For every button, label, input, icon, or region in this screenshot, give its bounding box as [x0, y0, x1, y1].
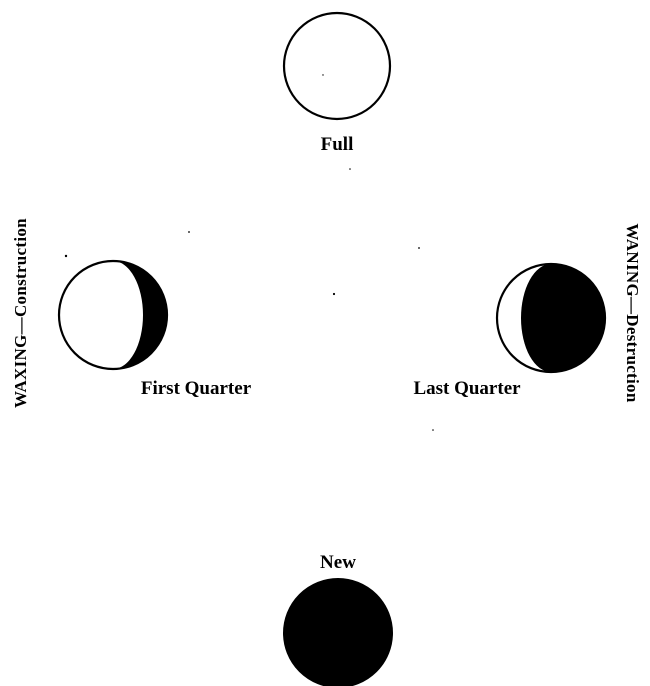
- new-moon: [284, 579, 392, 686]
- waning-label: WANING—Destruction: [623, 223, 642, 402]
- last-quarter-label: Last Quarter: [413, 378, 521, 399]
- new-moon-disc: [284, 579, 392, 686]
- new-moon-label: New: [320, 552, 356, 573]
- full-moon-label: Full: [321, 134, 354, 155]
- last-quarter-moon-shadow: [521, 264, 605, 372]
- full-moon-disc: [284, 13, 390, 119]
- waxing-label: WAXING—Construction: [11, 218, 30, 408]
- first-quarter-moon: [59, 261, 167, 369]
- first-quarter-label: First Quarter: [141, 378, 252, 399]
- last-quarter-moon: [497, 264, 605, 372]
- full-moon: [284, 13, 390, 119]
